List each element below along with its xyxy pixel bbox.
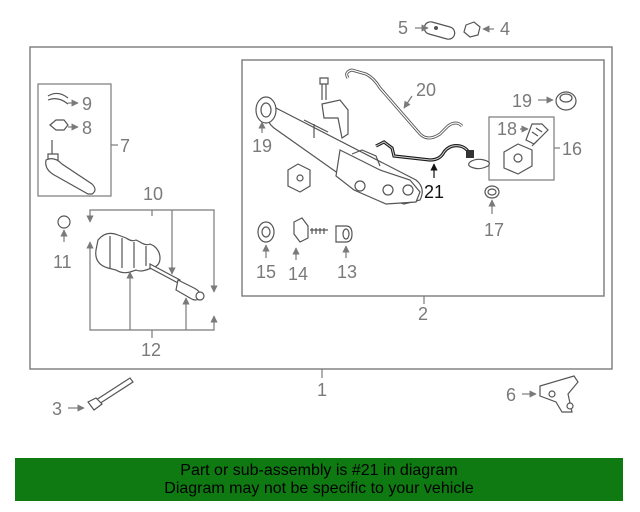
gear-spring (310, 228, 328, 234)
label-5: 5 (398, 18, 408, 38)
label-11: 11 (53, 252, 72, 272)
part-7-tie-rod-end (45, 140, 96, 195)
gear-bolt (319, 77, 329, 100)
banner-line-1: Part or sub-assembly is #21 in diagram (180, 462, 458, 479)
label-12: 12 (141, 340, 161, 360)
tie-rod-end-box (37, 83, 112, 197)
part-6-bracket (539, 375, 579, 413)
gear-oring (468, 158, 490, 170)
label-17: 17 (484, 220, 504, 240)
gear-mount-bushing (287, 163, 311, 193)
part-18-boot (525, 123, 549, 145)
label-9: 9 (82, 94, 92, 114)
label-8: 8 (82, 118, 92, 138)
label-13: 13 (337, 262, 357, 282)
part-12-inner-tie-rod (149, 263, 205, 301)
part-14-adjuster (293, 217, 309, 243)
label-2: 2 (418, 304, 428, 324)
label-3: 3 (52, 399, 62, 419)
part-20-pressure-line (345, 68, 464, 140)
assembly-frame-gear (241, 59, 605, 297)
part-4-nut (463, 21, 481, 38)
part-9-cotter-pin (47, 92, 69, 105)
part-19-seal-right (555, 91, 577, 111)
label-19-right: 19 (512, 91, 532, 111)
label-15: 15 (256, 262, 276, 282)
part-11-clamp (57, 215, 71, 229)
label-7: 7 (120, 136, 130, 156)
info-banner: Part or sub-assembly is #21 in diagram D… (15, 458, 623, 501)
part-19-seal-left (255, 96, 277, 124)
label-19-left: 19 (252, 136, 272, 156)
part-13-yoke (335, 225, 353, 243)
label-10: 10 (143, 184, 163, 204)
label-1: 1 (317, 380, 327, 400)
label-18: 18 (497, 119, 517, 139)
label-20: 20 (416, 80, 436, 100)
part-5-bracket (423, 21, 456, 40)
part-8-nut (49, 119, 69, 131)
gear-bracket (321, 99, 349, 139)
label-16: 16 (562, 139, 582, 159)
label-6: 6 (506, 385, 516, 405)
label-4: 4 (500, 19, 510, 39)
label-21: 21 (424, 182, 444, 202)
assembly-frame-outer (29, 46, 613, 370)
part-17-oring (484, 185, 500, 199)
part-3-bolt (87, 377, 134, 411)
label-14: 14 (288, 264, 308, 284)
banner-line-2: Diagram may not be specific to your vehi… (164, 480, 474, 497)
part-15-seal (257, 221, 275, 243)
part-21-return-line (375, 140, 474, 162)
part-16-valve (503, 139, 539, 175)
